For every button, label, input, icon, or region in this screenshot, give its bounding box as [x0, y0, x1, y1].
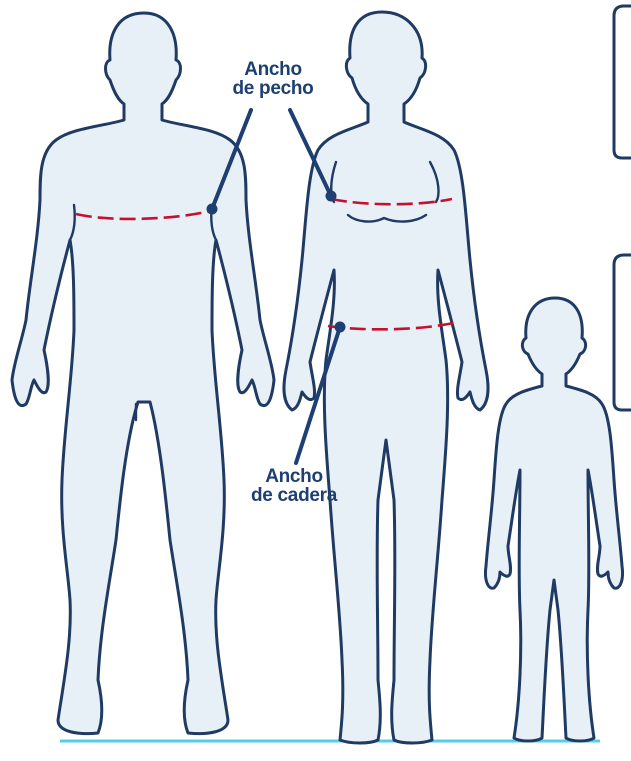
- info-card-top: [614, 6, 631, 158]
- chest-width-label: Ancho de pecho: [218, 60, 328, 98]
- man-figure: [12, 13, 274, 734]
- hip-width-label-line2: de cadera: [234, 486, 354, 505]
- child-figure: [485, 298, 622, 741]
- chest-marker-man: [207, 204, 218, 215]
- chest-width-label-line1: Ancho: [218, 60, 328, 79]
- chest-marker-woman: [326, 191, 337, 202]
- hip-width-label-line1: Ancho: [234, 467, 354, 486]
- info-card-bottom: [614, 255, 631, 410]
- hip-marker: [335, 322, 346, 333]
- chest-width-label-line2: de pecho: [218, 79, 328, 98]
- woman-figure: [284, 12, 488, 743]
- hip-width-label: Ancho de cadera: [234, 467, 354, 505]
